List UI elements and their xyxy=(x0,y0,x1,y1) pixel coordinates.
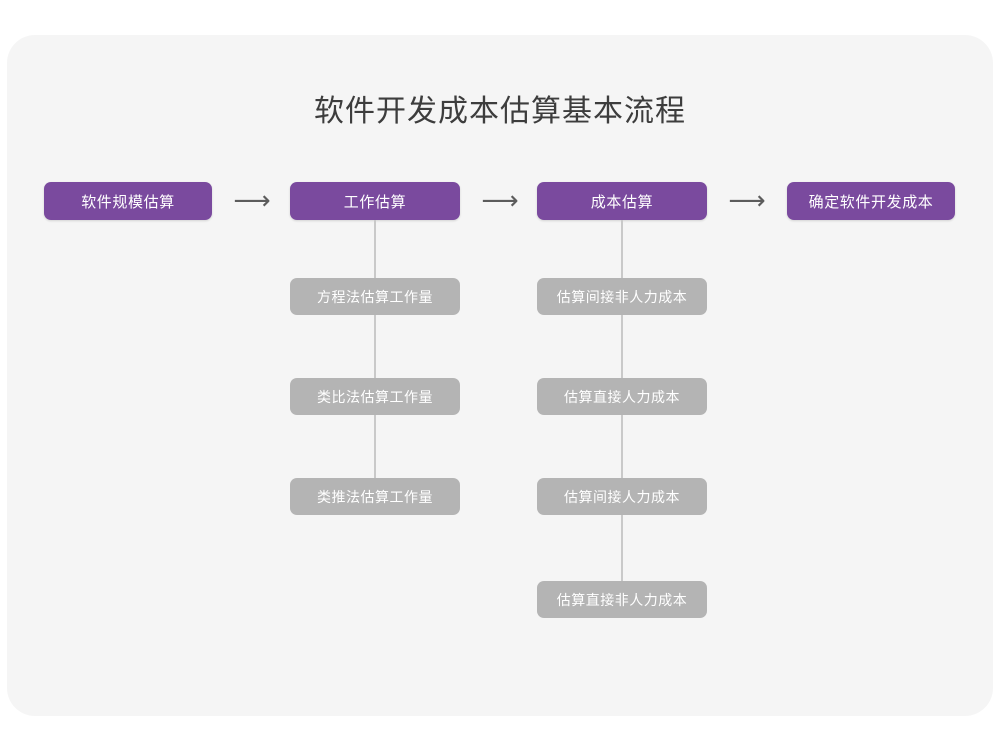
branch-node-equation-method-effort[interactable]: 方程法估算工作量 xyxy=(290,278,460,315)
stage-node-software-scale-estimation[interactable]: 软件规模估算 xyxy=(44,182,212,220)
arrow-right-icon-3: ⟶ xyxy=(728,186,766,216)
stage-node-cost-estimation[interactable]: 成本估算 xyxy=(537,182,707,220)
branch-node-direct-nonlabor-cost[interactable]: 估算直接非人力成本 xyxy=(537,581,707,618)
page-title: 软件开发成本估算基本流程 xyxy=(314,95,686,128)
arrow-right-icon-1: ⟶ xyxy=(233,186,271,216)
branch-node-inference-method-effort[interactable]: 类推法估算工作量 xyxy=(290,478,460,515)
branch-node-direct-labor-cost[interactable]: 估算直接人力成本 xyxy=(537,378,707,415)
stage-node-determine-development-cost[interactable]: 确定软件开发成本 xyxy=(787,182,955,220)
branch-node-indirect-nonlabor-cost[interactable]: 估算间接非人力成本 xyxy=(537,278,707,315)
branch-node-indirect-labor-cost[interactable]: 估算间接人力成本 xyxy=(537,478,707,515)
connector-line-work-estimation xyxy=(374,220,376,498)
branch-node-analogy-method-effort[interactable]: 类比法估算工作量 xyxy=(290,378,460,415)
diagram-card xyxy=(7,35,993,716)
stage-node-work-estimation[interactable]: 工作估算 xyxy=(290,182,460,220)
arrow-right-icon-2: ⟶ xyxy=(481,186,519,216)
